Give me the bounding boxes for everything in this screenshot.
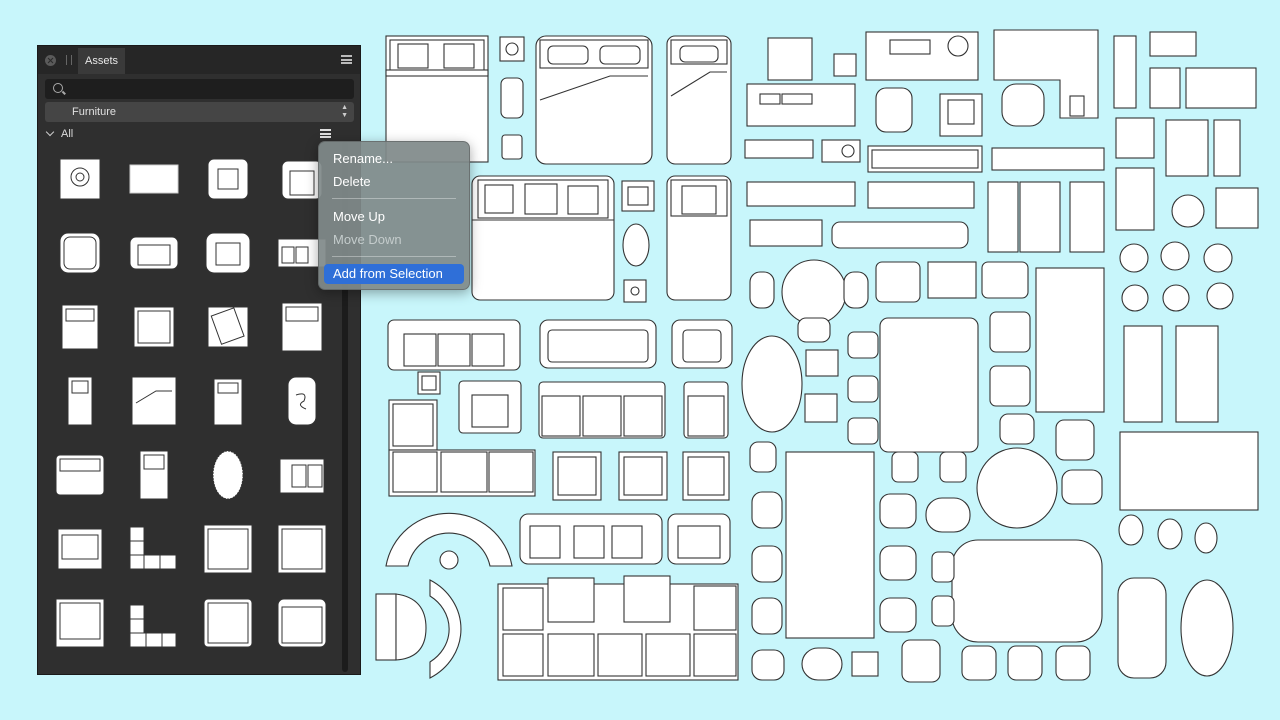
asset-thumbnail[interactable] (200, 151, 256, 207)
blinds (1035, 267, 1105, 413)
menu-separator (332, 198, 456, 199)
asset-thumbnail[interactable] (200, 299, 256, 355)
oval-dining (901, 539, 1103, 683)
asset-thumbnail[interactable] (200, 225, 256, 281)
asset-thumbnail[interactable] (52, 595, 108, 651)
menu-item-add-from-selection[interactable]: Add from Selection (324, 264, 464, 284)
search-icon (53, 83, 63, 93)
sectional-sofa (388, 399, 536, 497)
select-arrows-icon: ▲▼ (341, 104, 348, 119)
asset-thumbnail[interactable] (274, 521, 330, 577)
menu-item-move-up[interactable]: Move Up (324, 207, 464, 227)
search-box[interactable] (45, 79, 354, 99)
search-input[interactable] (69, 79, 349, 99)
menu-item-rename[interactable]: Rename... (324, 149, 464, 169)
loveseat (667, 513, 731, 565)
round-dining (749, 259, 869, 343)
asset-thumbnail[interactable] (52, 225, 108, 281)
asset-thumbnail[interactable] (200, 373, 256, 429)
chevron-down-icon[interactable] (45, 127, 55, 137)
nightstand (499, 36, 525, 160)
panel-menu-icon[interactable] (341, 55, 352, 64)
l-sectional (497, 575, 739, 681)
asset-thumbnail[interactable] (200, 447, 256, 503)
menu-item-label: Move Up (333, 209, 386, 224)
section-header[interactable]: All (38, 126, 360, 144)
armchair-3 (683, 381, 729, 439)
context-menu: Rename... Delete Move Up Move Down Add f… (318, 141, 470, 290)
sofa-3seat-3 (538, 381, 666, 439)
section-menu-icon[interactable] (320, 129, 331, 138)
sofa-3seat-2 (539, 319, 657, 369)
category-select-value: Furniture (72, 106, 117, 118)
desk-2 (865, 31, 979, 81)
bed-double-1 (385, 35, 489, 163)
panel-tab-bar: Assets (38, 46, 360, 74)
asset-grid (46, 150, 342, 670)
asset-thumbnail[interactable] (52, 151, 108, 207)
corner-desk (993, 29, 1099, 127)
chairs-left (749, 441, 785, 681)
asset-thumbnail[interactable] (126, 447, 182, 503)
dining-table-rect (847, 317, 979, 483)
asset-thumbnail[interactable] (52, 299, 108, 355)
menu-separator (332, 256, 456, 257)
menu-item-move-down: Move Down (324, 230, 464, 250)
asset-thumbnail[interactable] (126, 373, 182, 429)
side-table (621, 180, 655, 303)
asset-thumbnail[interactable] (52, 373, 108, 429)
asset-thumbnail[interactable] (126, 299, 182, 355)
grip-icon[interactable] (66, 55, 72, 65)
asset-thumbnail[interactable] (52, 447, 108, 503)
curved-sofa (385, 512, 513, 570)
asset-thumbnail[interactable] (52, 521, 108, 577)
oval-rug (741, 335, 803, 433)
asset-thumbnail[interactable] (200, 521, 256, 577)
fireplace (375, 593, 427, 661)
asset-thumbnail[interactable] (274, 595, 330, 651)
scrollbar[interactable] (342, 142, 348, 672)
category-select[interactable]: Furniture ▲▼ (45, 102, 354, 122)
tab-assets[interactable]: Assets (78, 48, 126, 74)
asset-thumbnail[interactable] (126, 595, 182, 651)
sofa-3seat-1 (387, 319, 521, 371)
asset-thumbnail[interactable] (274, 373, 330, 429)
bed-double-2 (535, 35, 653, 165)
office-chair-1 (875, 87, 913, 133)
menu-item-label: Add from Selection (333, 266, 443, 281)
asset-thumbnail[interactable] (126, 225, 182, 281)
menu-item-label: Rename... (333, 151, 393, 166)
asset-thumbnail[interactable] (274, 447, 330, 503)
armchair-1 (671, 319, 733, 369)
armchair-2 (458, 380, 522, 434)
assets-panel: Assets Furniture ▲▼ All (37, 45, 361, 675)
close-icon[interactable] (45, 55, 56, 66)
asset-thumbnail[interactable] (126, 521, 182, 577)
sofa-4seat (519, 513, 663, 565)
section-label: All (61, 128, 74, 140)
bed-single-2 (666, 175, 732, 301)
bed-single-1 (666, 35, 732, 165)
asset-thumbnail[interactable] (200, 595, 256, 651)
asset-thumbnail[interactable] (274, 299, 330, 355)
bed-king (471, 175, 615, 301)
curved-bench (429, 579, 462, 679)
desk-1 (746, 37, 857, 127)
menu-item-label: Move Down (333, 232, 402, 247)
asset-thumbnail[interactable] (126, 151, 182, 207)
menu-item-label: Delete (333, 174, 371, 189)
menu-item-delete[interactable]: Delete (324, 172, 464, 192)
